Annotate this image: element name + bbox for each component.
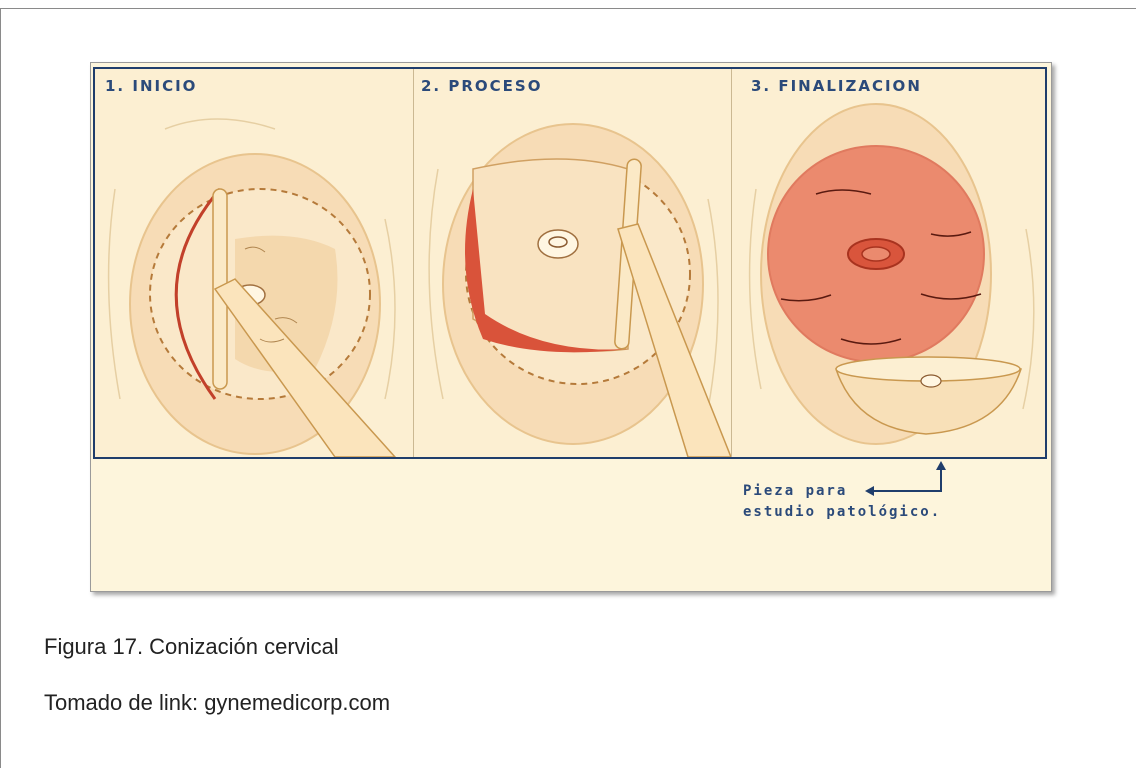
figure-source: Tomado de link: gynemedicorp.com: [44, 690, 390, 716]
panel-proceso-drawing: [413, 69, 731, 457]
figure-caption: Figura 17. Conización cervical: [44, 634, 339, 660]
panel-divider: [731, 69, 732, 457]
specimen-note-line1: Pieza para: [743, 481, 1003, 502]
figure-panels: 1. INICIO 2. PROCESO 3. FINALIZACION: [93, 67, 1047, 459]
figure-illustration: 1. INICIO 2. PROCESO 3. FINALIZACION Pie…: [90, 62, 1052, 592]
panel-title-inicio: 1. INICIO: [105, 77, 197, 95]
panel-finalizacion-drawing: [731, 69, 1049, 457]
specimen-note-line2: estudio patológico.: [743, 502, 1003, 523]
panel-title-finalizacion: 3. FINALIZACION: [751, 77, 922, 95]
panel-title-proceso: 2. PROCESO: [421, 77, 542, 95]
specimen-note: Pieza para estudio patológico.: [743, 481, 1003, 523]
panel-divider: [413, 69, 414, 457]
panel-inicio-drawing: [95, 69, 413, 457]
